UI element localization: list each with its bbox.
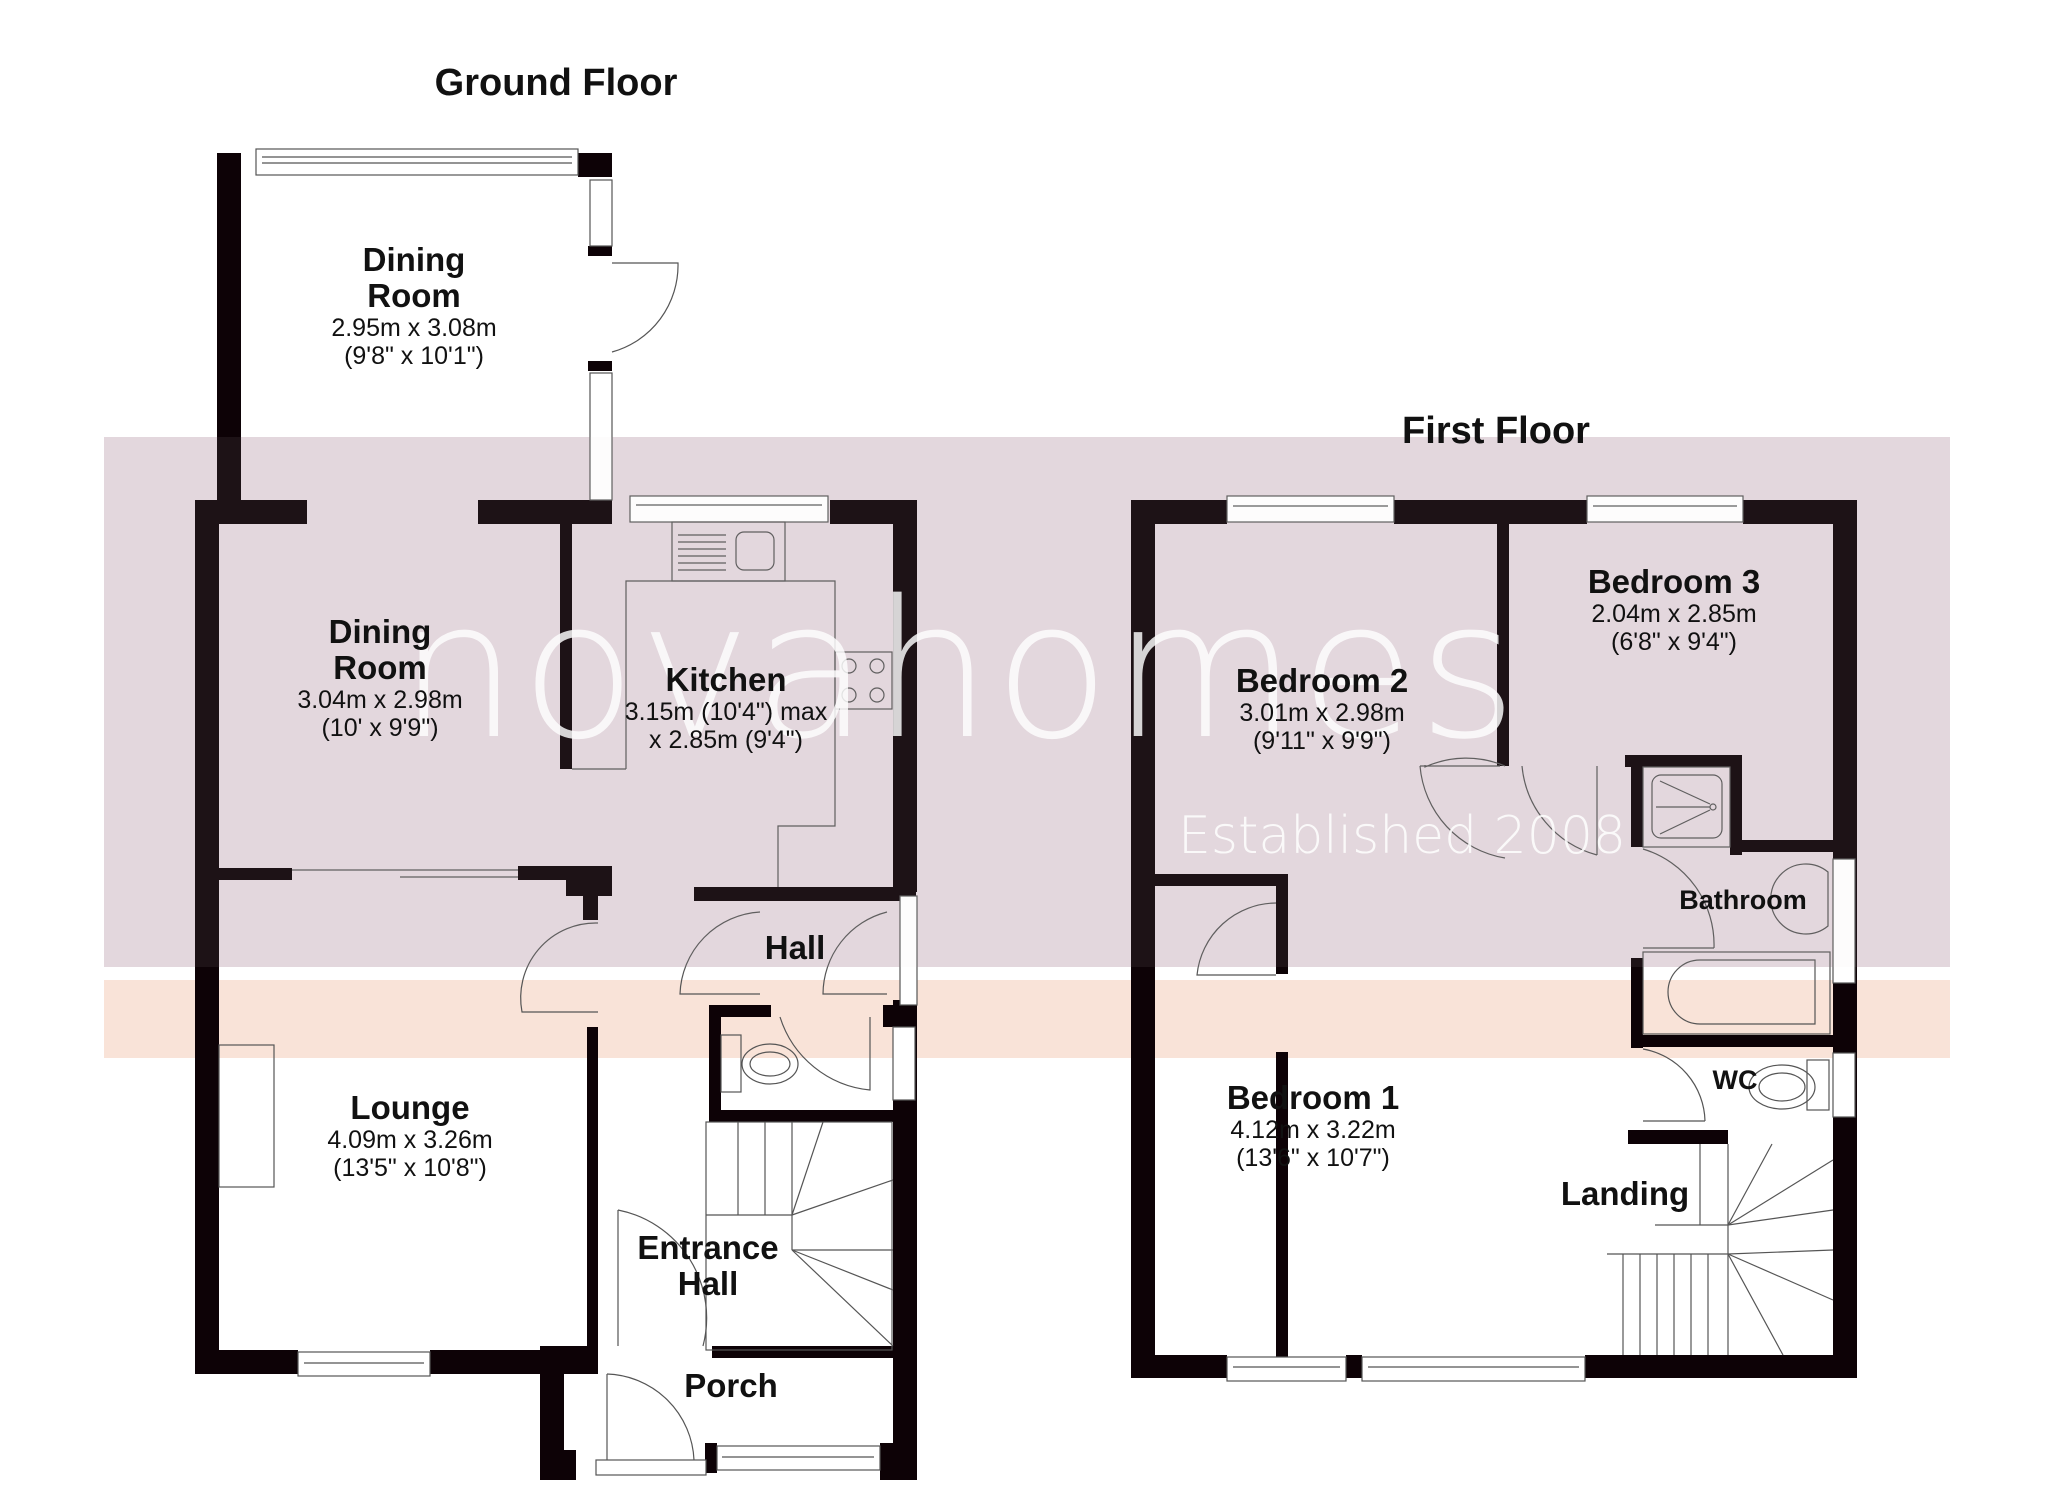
room-name: Entrance: [637, 1229, 779, 1266]
room-dimensions-metric: 2.95m x 3.08m: [331, 314, 497, 342]
room-name: Dining: [328, 613, 432, 650]
room-name: Hall: [764, 929, 826, 966]
first-floor-title: First Floor: [1402, 410, 1590, 452]
room-dimensions-imperial: (9'11" x 9'9"): [1252, 727, 1391, 755]
room-label-landing: Landing: [1561, 1176, 1689, 1212]
room-name: Porch: [684, 1367, 778, 1404]
room-name: Kitchen: [665, 661, 787, 698]
room-name: Lounge: [350, 1089, 470, 1126]
watermark-band-overlay: [104, 437, 1950, 967]
room-label-bedroom-3: Bedroom 3 2.04m x 2.85m (6'8" x 9'4"): [1587, 563, 1761, 657]
room-dimensions-metric: 3.01m x 2.98m: [1239, 699, 1405, 727]
room-label-wc: WC: [1713, 1062, 1758, 1098]
room-dimensions-metric: 3.04m x 2.98m: [297, 686, 463, 714]
room-name: Landing: [1560, 1175, 1690, 1212]
room-name: Room: [333, 649, 427, 686]
room-dimensions-metric: 2.04m x 2.85m: [1591, 600, 1757, 628]
room-label-kitchen: Kitchen 3.15m (10'4") max x 2.85m (9'4"): [624, 661, 828, 755]
watermark-band-purple: [104, 437, 1950, 967]
room-name: Bathroom: [1679, 885, 1807, 915]
room-name: Hall: [677, 1265, 739, 1302]
room-label-hall: Hall: [765, 930, 826, 966]
room-label-bedroom-1: Bedroom 1 4.12m x 3.22m (13'6" x 10'7"): [1226, 1079, 1400, 1173]
room-dimensions-imperial: (6'8" x 9'4"): [1611, 628, 1737, 656]
ground-walls: [195, 153, 917, 1480]
room-label-porch: Porch: [684, 1368, 778, 1404]
room-dimensions-metric: 4.09m x 3.26m: [327, 1126, 493, 1154]
room-name: Room: [367, 277, 461, 314]
room-label-entrance-hall: Entrance Hall: [637, 1230, 778, 1302]
ground-floor-plan: [195, 148, 918, 1480]
first-fixtures: [1607, 766, 1834, 1356]
room-dimensions-metric: 3.15m (10'4") max: [624, 698, 828, 726]
first-floor-plan: [1131, 495, 1857, 1382]
room-dimensions-imperial: (9'8" x 10'1"): [344, 342, 484, 370]
room-name: Dining: [362, 241, 466, 278]
first-windows: [1226, 495, 1856, 1382]
room-dimensions-imperial: x 2.85m (9'4"): [649, 726, 803, 754]
room-dimensions-imperial: (13'6" x 10'7"): [1236, 1144, 1390, 1172]
first-doors: [1196, 757, 1715, 1122]
ground-fixtures: [218, 521, 894, 1351]
room-label-dining-room-lower: Dining Room 3.04m x 2.98m (10' x 9'9"): [297, 613, 463, 743]
room-name: Bedroom 3: [1587, 563, 1761, 600]
room-name: WC: [1712, 1065, 1758, 1095]
room-name: Bedroom 2: [1235, 662, 1409, 699]
room-dimensions-imperial: (13'5" x 10'8"): [333, 1154, 487, 1182]
ground-floor-title: Ground Floor: [434, 62, 678, 104]
room-label-bathroom: Bathroom: [1679, 882, 1807, 918]
room-label-bedroom-2: Bedroom 2 3.01m x 2.98m (9'11" x 9'9"): [1235, 662, 1409, 756]
room-label-lounge: Lounge 4.09m x 3.26m (13'5" x 10'8"): [327, 1089, 493, 1183]
room-dimensions-metric: 4.12m x 3.22m: [1230, 1116, 1396, 1144]
room-name: Bedroom 1: [1226, 1079, 1400, 1116]
room-label-dining-room-upper: Dining Room 2.95m x 3.08m (9'8" x 10'1"): [331, 241, 497, 371]
ground-windows: [255, 148, 918, 1471]
room-dimensions-imperial: (10' x 9'9"): [321, 714, 439, 742]
